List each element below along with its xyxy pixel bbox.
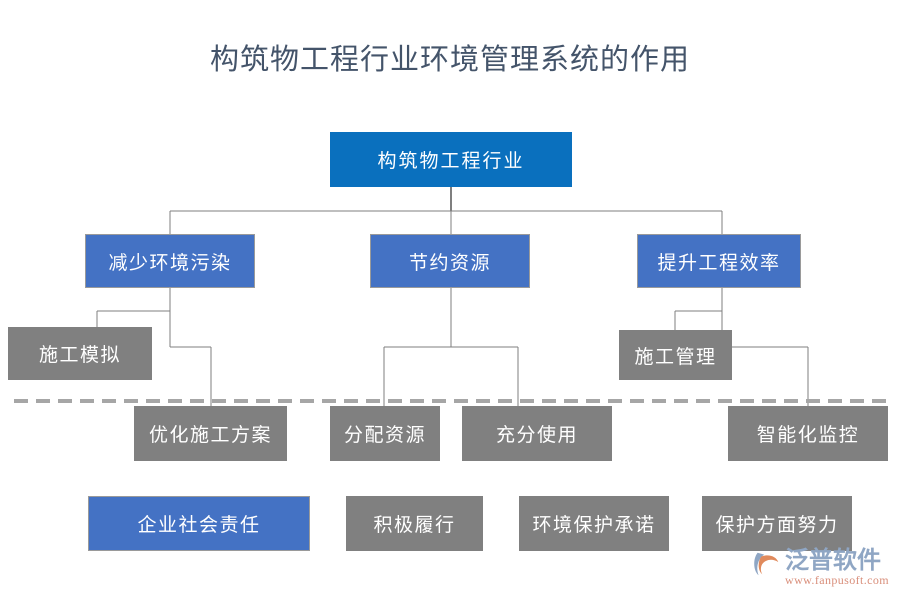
node-label: 环境保护承诺 bbox=[532, 515, 656, 536]
node-label: 优化施工方案 bbox=[148, 425, 272, 446]
node-label: 施工模拟 bbox=[38, 345, 121, 366]
node-label: 提升工程效率 bbox=[657, 252, 781, 274]
node-level5-2[interactable]: 环境保护承诺 bbox=[519, 496, 669, 551]
node-level4-3[interactable]: 智能化监控 bbox=[728, 406, 888, 461]
node-level2-1[interactable]: 节约资源 bbox=[370, 234, 530, 288]
node-label: 减少环境污染 bbox=[108, 252, 232, 274]
node-label: 企业社会责任 bbox=[137, 515, 261, 536]
node-label: 保护方面努力 bbox=[715, 515, 839, 536]
node-label: 构筑物工程行业 bbox=[377, 151, 525, 172]
logo-name: 泛普软件 bbox=[785, 547, 881, 574]
fanpu-swoosh-icon bbox=[754, 552, 779, 576]
node-level4-0[interactable]: 优化施工方案 bbox=[134, 406, 287, 461]
node-label: 节约资源 bbox=[408, 252, 491, 274]
node-label: 积极履行 bbox=[373, 515, 456, 536]
node-level5-0[interactable]: 企业社会责任 bbox=[88, 496, 310, 551]
node-level5-1[interactable]: 积极履行 bbox=[346, 496, 483, 551]
node-label: 施工管理 bbox=[634, 346, 717, 368]
node-level3-0[interactable]: 施工模拟 bbox=[8, 327, 152, 380]
page-title: 构筑物工程行业环境管理系统的作用 bbox=[209, 44, 690, 76]
node-level2-0[interactable]: 减少环境污染 bbox=[85, 234, 255, 288]
brand-logo: 泛普软件 www.fanpusoft.com bbox=[752, 548, 894, 594]
node-level4-2[interactable]: 充分使用 bbox=[462, 406, 612, 461]
logo-url: www.fanpusoft.com bbox=[785, 573, 890, 587]
node-level3-1[interactable]: 施工管理 bbox=[619, 330, 732, 380]
node-label: 充分使用 bbox=[495, 425, 578, 446]
node-level2-2[interactable]: 提升工程效率 bbox=[637, 234, 801, 288]
node-level5-3[interactable]: 保护方面努力 bbox=[702, 496, 852, 551]
node-root[interactable]: 构筑物工程行业 bbox=[330, 132, 572, 187]
node-label: 智能化监控 bbox=[756, 425, 860, 446]
node-level4-1[interactable]: 分配资源 bbox=[330, 406, 440, 461]
node-label: 分配资源 bbox=[343, 425, 426, 446]
